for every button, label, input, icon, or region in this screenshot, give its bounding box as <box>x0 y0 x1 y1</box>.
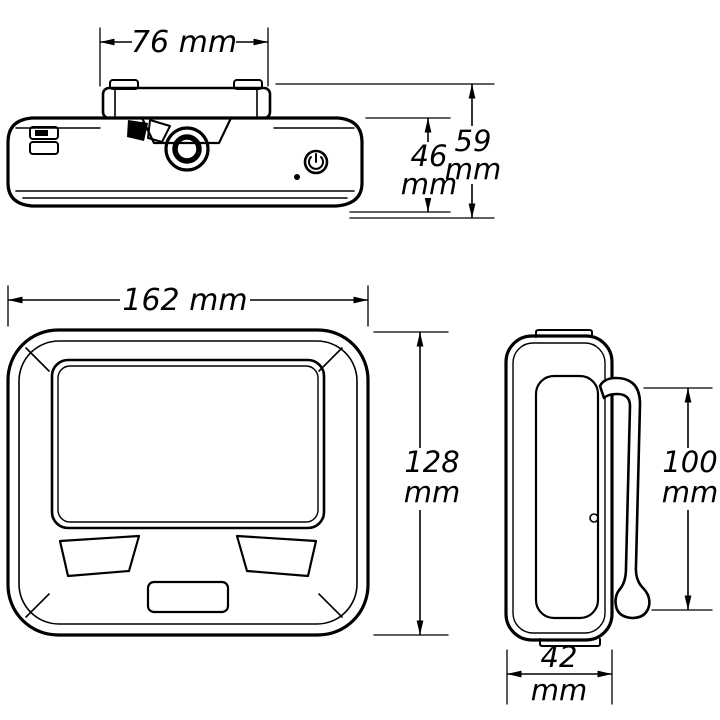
dimension-lines <box>8 38 692 678</box>
power-icon <box>308 153 324 170</box>
front-view <box>6 328 370 637</box>
dim-mount-width-label: 76 mm <box>131 25 237 60</box>
light-panel-outer <box>50 358 326 530</box>
front-label-plate <box>146 580 230 614</box>
front-outer-shell <box>6 328 370 637</box>
mount-bracket <box>101 86 272 120</box>
vent-left <box>58 534 141 578</box>
dim-overall-height-unit: mm <box>404 475 461 509</box>
bracket-knob-right <box>233 79 263 90</box>
dim-body-thickness-value: 42 <box>541 640 578 674</box>
screw <box>589 513 599 523</box>
top-view <box>6 79 364 208</box>
side-bottom-bump <box>539 638 601 647</box>
side-view <box>504 329 651 647</box>
hinge-knuckle-dark <box>127 120 148 141</box>
extension-lines <box>7 27 713 705</box>
hinge-knuckle-outline <box>147 119 171 143</box>
latch-upper <box>29 126 59 140</box>
corner-seam-br <box>318 593 343 618</box>
lens-outer <box>164 126 210 172</box>
dim-clip-height-unit: mm <box>662 475 719 509</box>
belt-clip <box>598 376 651 620</box>
power-button[interactable] <box>303 149 329 175</box>
dimension-labels: 76 mm 46 mm 59 mm 162 mm 128 mm 100 mm 4… <box>122 25 718 707</box>
corner-seam-tl <box>25 347 50 372</box>
dim-overall-depth-unit: mm <box>445 152 502 186</box>
side-top-bump <box>535 329 593 338</box>
dim-body-depth-unit: mm <box>401 167 458 201</box>
dim-overall-width-label: 162 mm <box>122 283 247 318</box>
latch-lower <box>29 141 59 155</box>
indicator-dot <box>294 174 300 180</box>
bracket-knob-left <box>109 79 139 90</box>
side-body-outline <box>504 334 614 642</box>
latch-dark-detail <box>35 130 48 136</box>
dim-clip-height-value: 100 <box>662 445 717 479</box>
dim-overall-height-value: 128 <box>404 445 459 479</box>
light-panel-inner <box>57 365 319 523</box>
label-masks <box>120 27 720 510</box>
dim-body-thickness-unit: mm <box>531 673 588 707</box>
corner-seam-bl <box>25 593 50 618</box>
dim-overall-depth-value: 59 <box>455 124 492 158</box>
vent-right <box>235 534 318 578</box>
side-inner-line <box>512 342 606 634</box>
lens-ring <box>172 134 202 164</box>
side-lens-panel <box>534 374 600 620</box>
dim-body-depth-value: 46 <box>411 139 448 173</box>
top-body-outline <box>6 116 364 208</box>
mount-trapezoid <box>140 116 233 145</box>
front-inner-bezel <box>18 340 358 625</box>
